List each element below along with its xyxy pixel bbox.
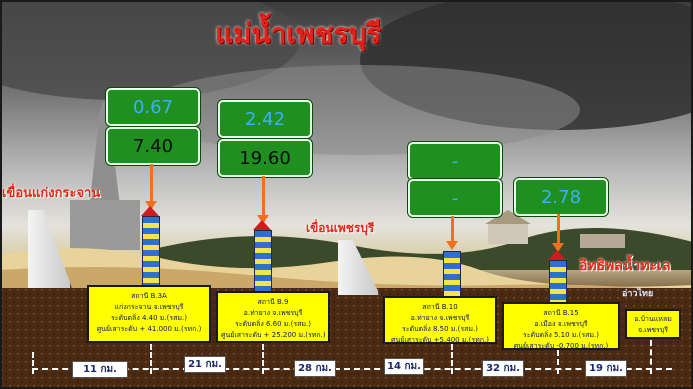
station-b3a-info-line: แก่งกระจาน จ.เพชรบุรี (114, 303, 184, 311)
station-b3a-gauge-cap (141, 206, 159, 216)
palace-icon (488, 222, 528, 244)
distance-tick (650, 340, 652, 374)
station-b3a-info-card: สถานี B.3A แก่งกระจาน จ.เพชรบุรี ระดับตล… (87, 285, 211, 343)
station-b9-info-card: สถานี B.9 อ.ท่ายาง จ.เพชรบุรี ระดับตลิ่ง… (216, 291, 330, 343)
distance-tick (557, 350, 559, 374)
station-b3a-arrow (145, 164, 157, 210)
station-b15-value: 2.78 (514, 178, 608, 216)
ban-laem-info-line: จ.เพชรบุรี (637, 326, 669, 334)
page-title: แม่น้ำเพชรบุรี (215, 17, 382, 50)
distance-tick (262, 344, 264, 374)
station-b10-info-card: สถานี B.10 อ.ท่ายาง จ.เพชรบุรี ระดับตลิ่… (383, 296, 497, 344)
station-b10-gauge (443, 251, 461, 298)
pagoda-base (70, 200, 140, 250)
palace-roof (485, 210, 531, 224)
station-b10-info-line: สถานี B.10 (422, 303, 458, 311)
distance-label: 11 กม. (72, 361, 128, 378)
station-b3a-gauge (142, 216, 160, 288)
station-b15-gauge (549, 260, 567, 304)
station-b10-info-line: ระดับตลิ่ง 8.50 ม.(รสม.) (402, 325, 478, 333)
station-b10-arrow (446, 216, 458, 250)
station-b9-info-line: ศูนย์เสาระดับ + 25.200 ม.(รทก.) (221, 331, 326, 339)
distance-tick (150, 344, 152, 374)
gulf-label: อ่าวไทย (622, 289, 654, 299)
station-b9-info-line: อ.ท่ายาง จ.เพชรบุรี (243, 309, 303, 317)
ban-laem-info-line: อ.บ้านแหลม (634, 315, 672, 323)
station-b10-top-value: - (408, 142, 502, 180)
building-icon (580, 234, 625, 248)
distance-label: 32 กม. (482, 360, 524, 377)
station-b3a-info-line: สถานี B.3A (131, 292, 167, 300)
station-b15-info-line: อ.เมือง จ.เพชรบุรี (534, 320, 588, 328)
distance-label: 21 กม. (184, 356, 226, 373)
station-b15-arrow (552, 214, 564, 252)
distance-label: 28 กม. (294, 360, 336, 377)
tidal-influence-label: อิทธิพลน้ำทะเล (579, 258, 671, 274)
cloud-mid (140, 65, 580, 155)
station-b10-info-line: ศูนย์เสาระดับ +5.400 ม.(รทก.) (391, 336, 489, 344)
distance-axis-line (32, 368, 672, 370)
distance-label: 14 กม. (384, 358, 424, 375)
distance-tick (451, 344, 453, 374)
station-b15-info-line: สถานี B.15 (543, 309, 579, 317)
station-b9-info-line: สถานี B.9 (257, 298, 289, 306)
station-b9-info-line: ระดับตลิ่ง 6.60 ม.(รสม.) (235, 320, 311, 328)
station-b9-arrow (257, 176, 269, 224)
station-b9-gauge (254, 230, 272, 292)
station-b15-gauge-cap (548, 250, 566, 260)
station-b9-bottom-value: 19.60 (218, 139, 312, 177)
station-b3a-top-value: 0.67 (106, 88, 200, 126)
ban-laem-info-card: อ.บ้านแหลม จ.เพชรบุรี (625, 309, 681, 339)
dam-kaeng-krachan-label: เขื่อนแก่งกระจาน (2, 186, 101, 201)
station-b9-gauge-cap (253, 220, 271, 230)
station-b3a-info-line: ระดับตลิ่ง 4.40 ม.(รสม.) (111, 314, 187, 322)
station-b3a-info-line: ศูนย์เสาระดับ + 41.000 ม.(รทก.) (96, 325, 202, 333)
station-b10-info-line: อ.ท่ายาง จ.เพชรบุรี (410, 314, 470, 322)
station-b9-top-value: 2.42 (218, 100, 312, 138)
dam-phetchaburi-label: เขื่อนเพชรบุรี (306, 221, 375, 235)
station-b15-info-line: ระดับตลิ่ง 5.10 ม.(รสม.) (523, 331, 599, 339)
distance-tick (32, 352, 34, 374)
distance-label: 19 กม. (585, 360, 627, 377)
station-b15-info-line: ศูนย์เสาระดับ -0.700 ม.(รทก.) (513, 342, 609, 350)
station-b15-info-card: สถานี B.15 อ.เมือง จ.เพชรบุรี ระดับตลิ่ง… (502, 302, 620, 350)
station-b10-bottom-value: - (408, 179, 502, 217)
station-b3a-bottom-value: 7.40 (106, 127, 200, 165)
